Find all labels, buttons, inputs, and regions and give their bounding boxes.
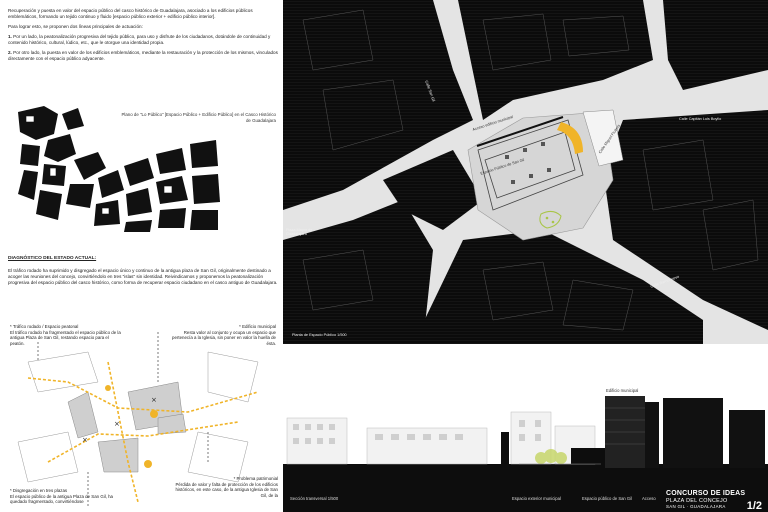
diagnosis-text: El tráfico rodado ha suprimido y disgreg…: [8, 268, 278, 285]
figure-ground-plan: [18, 106, 220, 232]
diagnosis-diagram: × × ×: [17, 332, 259, 506]
intro-text-4: Por otro lado, la puesta en valor de los…: [8, 50, 278, 61]
annotation-patrimonial: * Problema patrimonial Pérdida de valor …: [175, 476, 278, 498]
svg-text:×: ×: [114, 420, 120, 428]
annotation-disgregacion: * Disgregación en tres plazas El espacio…: [10, 488, 114, 505]
urban-plan-map: [283, 0, 768, 344]
label-plaza-mayor: Plaza Mayor de Guadalajara: [286, 228, 313, 236]
project-subtitle: SAN GIL · GUADALAJARA: [666, 504, 726, 509]
plan-caption: Plano de "Lo Público" [Espacio Público +…: [121, 112, 276, 123]
intro-num-2: 2.: [8, 50, 12, 55]
label-capitan: Calle Capitán Luis Boyllo: [679, 117, 722, 121]
label-esp-sangil: Espacio público de San Gil: [582, 496, 633, 501]
svg-text:×: ×: [151, 396, 157, 404]
competition-title: CONCURSO DE IDEAS: [666, 490, 746, 497]
label-seccion: Sección transversal 1/500: [290, 496, 339, 501]
intro-text: Recuperación y puesta en valor del espac…: [8, 8, 280, 66]
label-plano: Planta de Espacio Público 1/500: [292, 333, 347, 337]
label-acceso-seccion: Acceso: [642, 496, 656, 501]
project-title: PLAZA DEL CONCEJO: [666, 498, 728, 504]
intro-text-3: Por un lado, la peatonalización progresi…: [8, 34, 271, 45]
annotation-edificio: * Edificio municipal Resta valor al conj…: [172, 324, 276, 346]
intro-paragraph-2: Para lograr esto, se proponen dos líneas…: [8, 24, 143, 29]
cross-section: [283, 396, 768, 512]
annotation-trafico: * Tráfico rodado / Espacio peatonal El t…: [10, 324, 121, 346]
intro-num-1: 1.: [8, 34, 12, 39]
svg-text:×: ×: [82, 436, 88, 444]
intro-paragraph-1: Recuperación y puesta en valor del espac…: [8, 8, 253, 19]
intro-paragraph-4: 2. Por otro lado, la puesta en valor de …: [8, 50, 280, 62]
intro-paragraph-3: 1. Por un lado, la peatonalización progr…: [8, 34, 280, 46]
label-esp-municipal: Espacio exterior municipal: [512, 496, 561, 501]
title-block: CONCURSO DE IDEAS PLAZA DEL CONCEJO SAN …: [666, 490, 766, 509]
page-number: 1/2: [746, 500, 762, 512]
label-edificio-municipal: Edificio municipal: [606, 388, 639, 393]
diagnosis-heading: DIAGNÓSTICO DEL ESTADO ACTUAL:: [8, 256, 97, 261]
